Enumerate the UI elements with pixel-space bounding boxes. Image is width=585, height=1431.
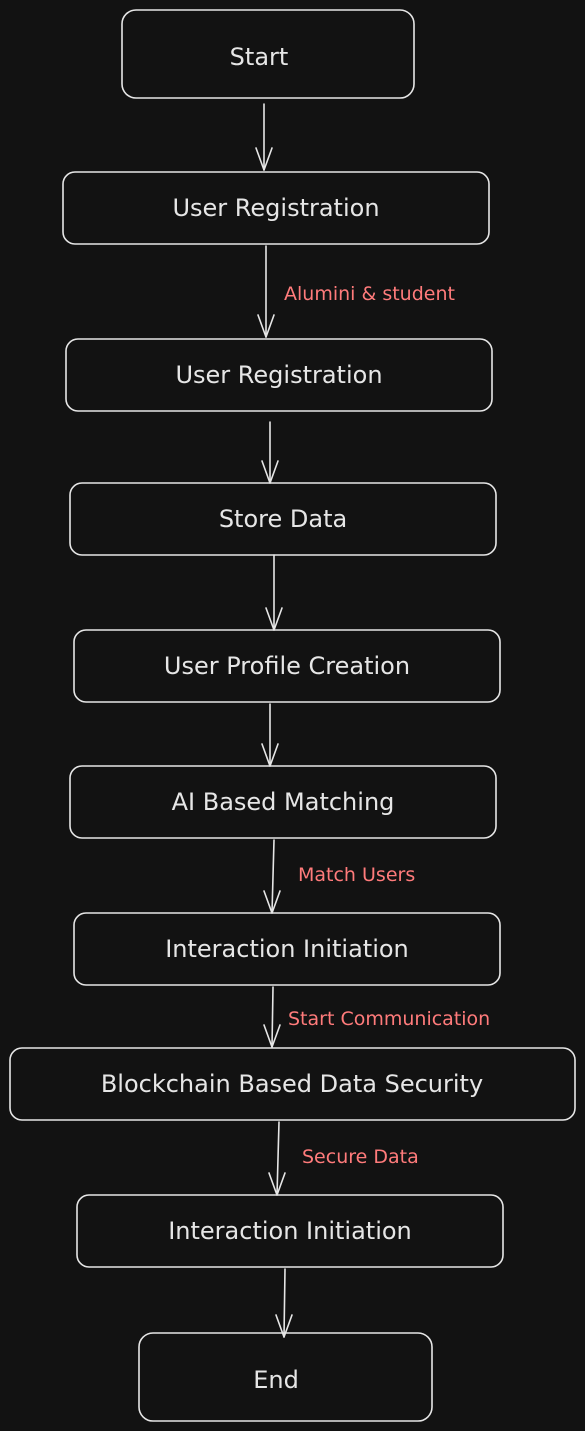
end-node: End [138,1332,433,1422]
edge-label: Secure Data [302,1146,419,1168]
blockchain-based-data-security-node: Blockchain Based Data Security [9,1047,576,1121]
edge-label: Start Communication [288,1008,490,1030]
edge-user-registration-to-store-data [261,421,279,484]
arrowhead-icon [257,314,275,338]
edge-line [271,986,274,1048]
node-label: User Profile Creation [164,652,410,680]
node-label: Store Data [219,505,347,533]
store-data-node: Store Data [69,482,497,556]
start-node: Start [121,9,415,99]
user-profile-creation-node: User Profile Creation [73,629,501,703]
edge-user-registration-to-user-registration: Alumini & student [257,245,455,338]
node-label: End [253,1366,299,1394]
arrowhead-icon [263,1024,281,1048]
node-label: Blockchain Based Data Security [101,1070,483,1098]
edge-label: Match Users [298,864,415,886]
user-registration-node-2: User Registration [65,338,493,412]
arrowhead-icon [255,147,273,171]
node-label: User Registration [172,194,379,222]
edge-interaction-initiation-to-blockchain-based-data-security: Start Communication [263,986,490,1048]
edge-label: Alumini & student [284,283,455,305]
node-label: Interaction Initiation [165,935,409,963]
node-label: AI Based Matching [172,788,395,816]
interaction-initiation-node-2: Interaction Initiation [76,1194,504,1268]
user-registration-node: User Registration [62,171,490,245]
edge-blockchain-based-data-security-to-interaction-initiation: Secure Data [268,1121,419,1196]
edge-line [276,1121,280,1196]
node-label: Interaction Initiation [168,1217,412,1245]
edge-store-data-to-user-profile-creation [265,554,283,631]
node-label: Start [230,43,289,71]
arrowhead-icon [275,1314,293,1338]
edge-interaction-initiation-to-end [275,1268,293,1338]
node-label: User Registration [175,361,382,389]
ai-based-matching-node: AI Based Matching [69,765,497,839]
edge-start-to-user-registration [255,103,273,171]
edge-ai-based-matching-to-interaction-initiation: Match Users [263,839,415,914]
edge-line [283,1268,286,1338]
interaction-initiation-node: Interaction Initiation [73,912,501,986]
edge-line [271,839,275,914]
edge-user-profile-creation-to-ai-based-matching [261,703,279,767]
